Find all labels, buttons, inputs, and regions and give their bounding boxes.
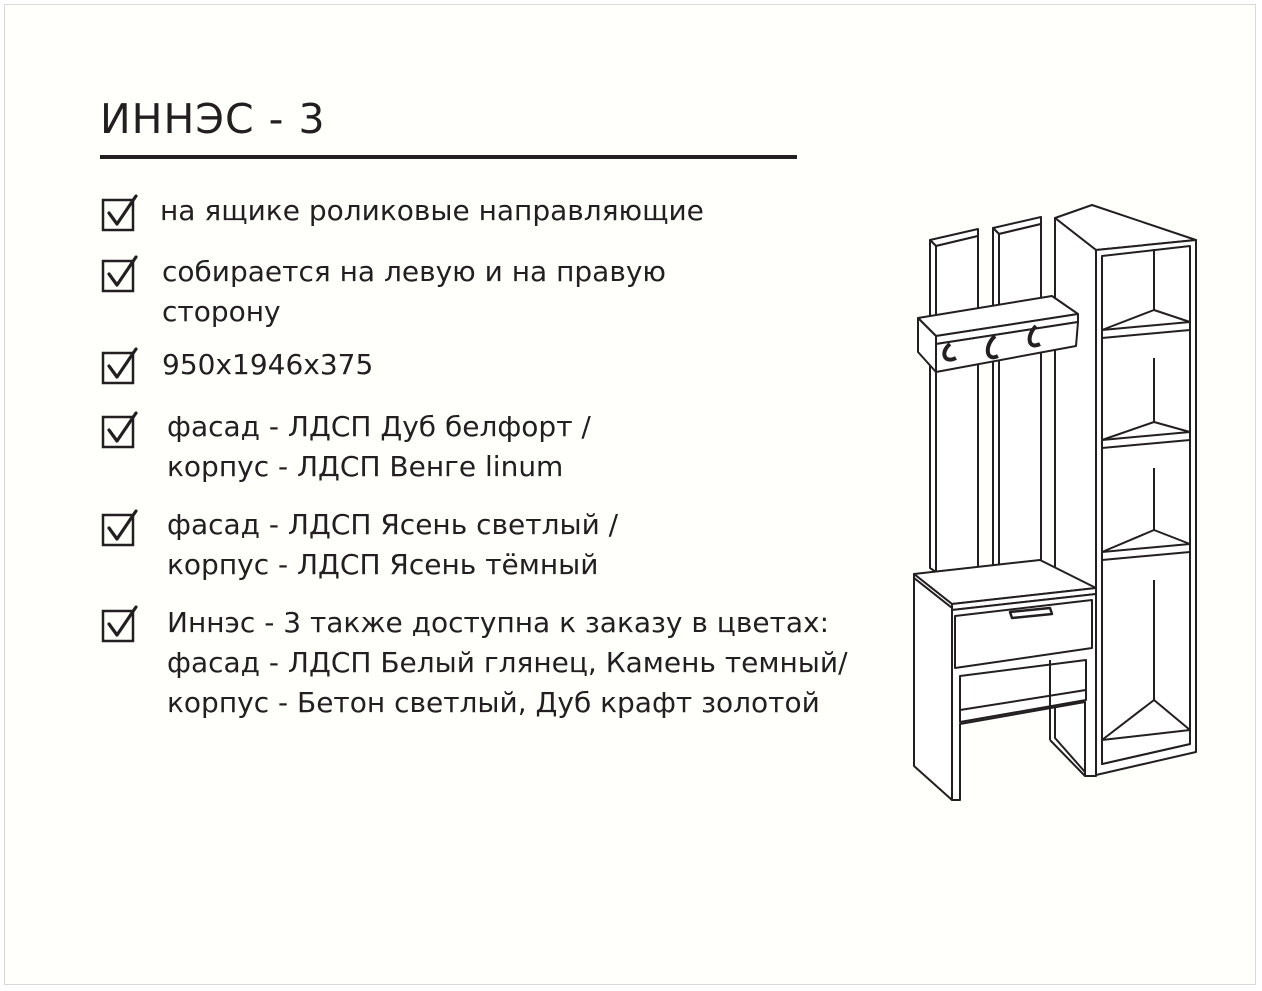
checkbox-checked-icon [101,411,139,449]
feature-line: корпус - ЛДСП Венге linum [167,450,564,483]
title-underline [100,155,797,159]
feature-line: на ящике роликовые направляющие [160,194,704,227]
checkbox-checked-icon [101,255,139,293]
feature-line: корпус - ЛДСП Ясень тёмный [167,548,599,581]
product-title: ИННЭС - 3 [100,95,326,143]
feature-line: сторону [162,295,281,328]
checkbox-checked-icon [101,509,139,547]
feature-line: 950х1946х375 [162,348,374,381]
checkbox-checked-icon [101,605,139,643]
feature-line: собирается на левую и на правую [162,255,666,288]
checkbox-checked-icon [101,347,139,385]
checkbox-checked-icon [101,194,139,232]
product-card: ИННЭС - 3 на ящике роликовые направляющи… [4,4,1256,985]
feature-text: на ящике роликовые направляющие [160,191,704,231]
feature-line: Иннэс - 3 также доступна к заказу в цвет… [167,606,830,639]
feature-line: фасад - ЛДСП Белый глянец, Камень темный… [167,646,848,679]
feature-text: 950х1946х375 [162,345,373,385]
feature-text: собирается на левую и на правую сторону [162,252,666,332]
feature-text: Иннэс - 3 также доступна к заказу в цвет… [167,603,848,723]
feature-text: фасад - ЛДСП Дуб белфорт / корпус - ЛДСП… [167,407,591,487]
feature-line: фасад - ЛДСП Дуб белфорт / [167,410,591,443]
feature-text: фасад - ЛДСП Ясень светлый / корпус - ЛД… [167,505,618,585]
feature-line: фасад - ЛДСП Ясень светлый / [167,508,619,541]
feature-line: корпус - Бетон светлый, Дуб крафт золото… [167,686,820,719]
hallway-furniture-illustration [913,204,1197,801]
